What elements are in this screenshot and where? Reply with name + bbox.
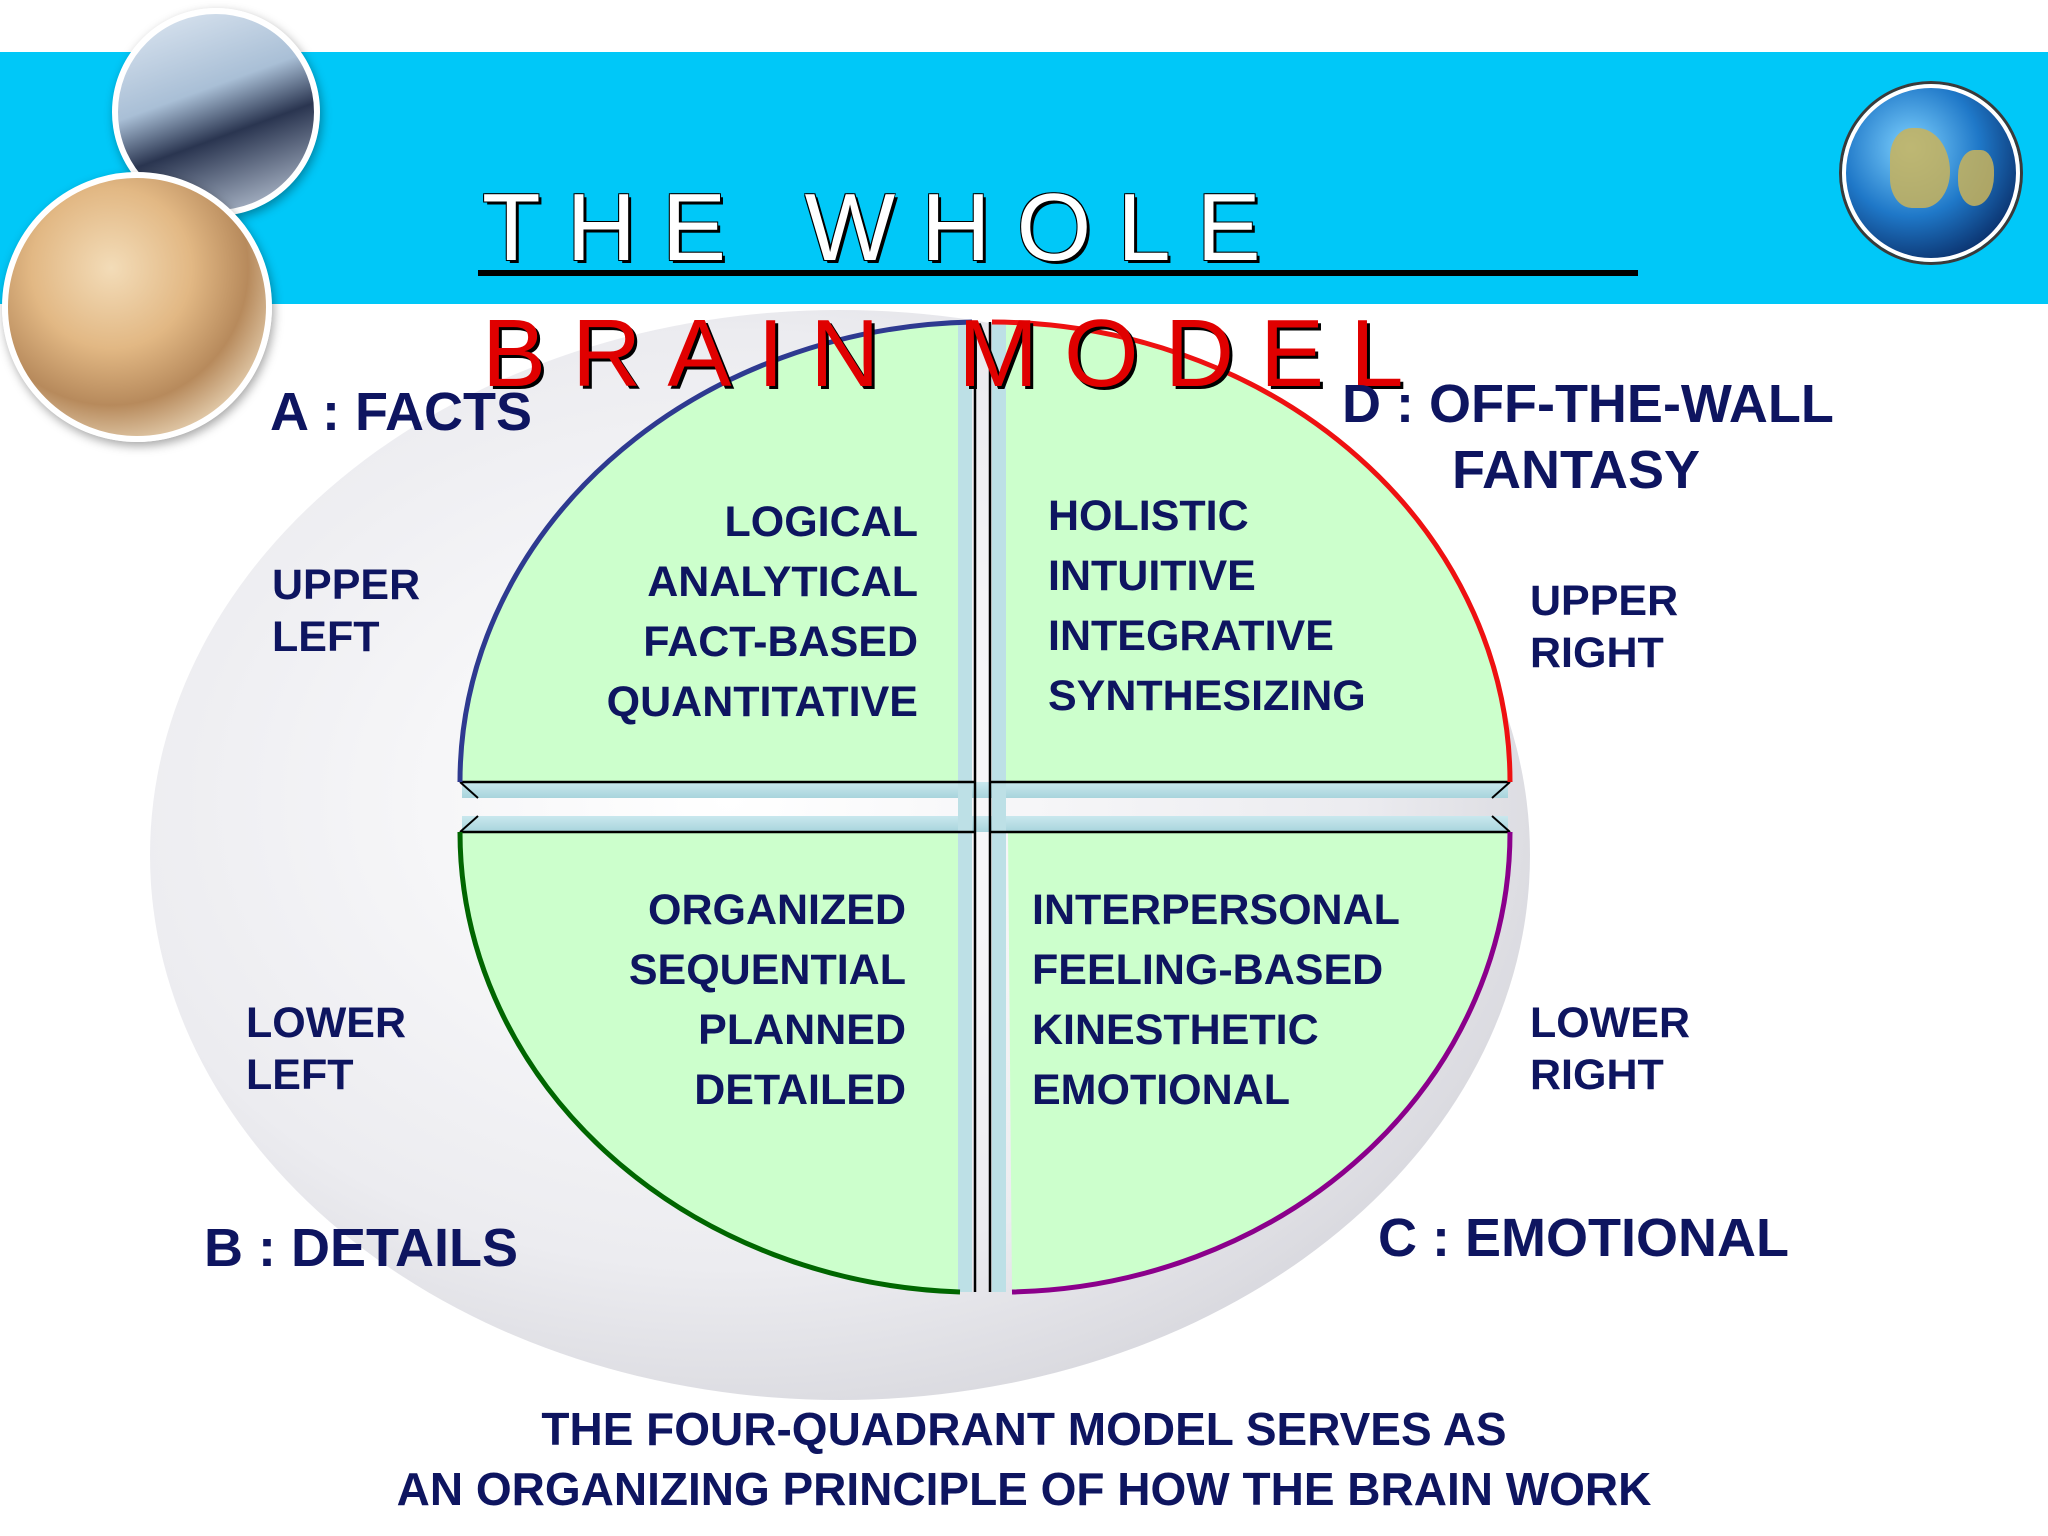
divider-line — [459, 781, 479, 799]
divider-line — [1491, 815, 1511, 833]
side-label-line: LOWER — [1530, 999, 1691, 1047]
label-d-line2: FANTASY — [1452, 440, 1701, 500]
quadrant-trait: ORGANIZED — [648, 886, 906, 934]
quadrant-trait: INTERPERSONAL — [1032, 886, 1400, 934]
quadrant-upper-right — [992, 322, 1510, 782]
label-c-emotional: C : EMOTIONAL — [1378, 1208, 1789, 1268]
quadrant-trait: INTEGRATIVE — [1048, 612, 1334, 660]
side-label-line: LOWER — [246, 999, 407, 1047]
quadrant-trait: HOLISTIC — [1048, 492, 1249, 540]
footer-line-2: AN ORGANIZING PRINCIPLE OF HOW THE BRAIN… — [396, 1463, 1652, 1515]
label-b-details: B : DETAILS — [204, 1218, 518, 1278]
arc-upper-left — [457, 319, 973, 783]
quadrant-trait: SEQUENTIAL — [628, 946, 906, 994]
side-label-line: RIGHT — [1530, 1050, 1664, 1099]
side-label-line: UPPER — [272, 561, 421, 609]
side-label-upper-left: UPPER LEFT — [272, 560, 420, 663]
quadrant-lower-right — [1008, 832, 1510, 1292]
quadrant-trait: KINESTHETIC — [1032, 1006, 1319, 1054]
globe-continent-shape — [1958, 150, 1994, 206]
quadrant-text-lower-left: ORGANIZED SEQUENTIAL PLANNED DETAILED — [520, 880, 906, 1120]
header-band — [0, 52, 2048, 304]
divider-horizontal-bottom — [462, 816, 1508, 832]
divider-vertical-right — [992, 322, 1006, 1292]
title-underline — [478, 270, 1638, 276]
arc-lower-right — [1011, 831, 1513, 1295]
quadrant-trait: DETAILED — [694, 1066, 906, 1114]
quadrant-trait: ANALYTICAL — [647, 558, 918, 606]
quadrant-text-upper-right: HOLISTIC INTUITIVE INTEGRATIVE SYNTHESIZ… — [1048, 486, 1366, 726]
quadrant-trait: FACT-BASED — [643, 618, 918, 666]
divider-line — [459, 815, 479, 833]
side-label-lower-right: LOWER RIGHT — [1530, 998, 1690, 1101]
quadrant-trait: FEELING-BASED — [1032, 946, 1384, 994]
quadrant-trait: QUANTITATIVE — [606, 678, 918, 726]
side-label-line: RIGHT — [1530, 628, 1664, 677]
quadrant-trait: SYNTHESIZING — [1048, 672, 1366, 720]
side-label-line: LEFT — [246, 1050, 354, 1099]
arc-upper-right — [991, 319, 1513, 783]
side-label-lower-left: LOWER LEFT — [246, 998, 406, 1101]
title-line-1: THE WHOLE — [482, 174, 1287, 281]
quadrant-upper-left — [459, 322, 972, 782]
globe-continent-shape — [1890, 128, 1950, 208]
side-label-upper-right: UPPER RIGHT — [1530, 576, 1678, 679]
quadrant-text-lower-right: INTERPERSONAL FEELING-BASED KINESTHETIC … — [1032, 880, 1400, 1120]
side-label-line: UPPER — [1530, 577, 1679, 625]
arc-lower-left — [457, 831, 961, 1295]
side-label-line: LEFT — [272, 612, 380, 661]
quadrant-trait: PLANNED — [698, 1006, 906, 1054]
divider-line — [1491, 781, 1511, 799]
quadrant-trait: INTUITIVE — [1048, 552, 1256, 600]
business-team-photo — [2, 172, 272, 442]
label-d-line1: D : OFF-THE-WALL — [1342, 374, 1834, 434]
quadrant-trait: LOGICAL — [724, 498, 918, 546]
divider-horizontal-top — [462, 782, 1508, 798]
footer-line-1: THE FOUR-QUADRANT MODEL SERVES AS — [541, 1403, 1507, 1455]
quadrant-text-upper-left: LOGICAL ANALYTICAL FACT-BASED QUANTITATI… — [520, 492, 918, 732]
quadrant-lower-left — [459, 832, 960, 1292]
title-line-2: BRAIN MODEL — [482, 300, 1430, 407]
divider-vertical-left — [958, 322, 972, 1292]
quadrant-trait: EMOTIONAL — [1032, 1066, 1290, 1114]
label-a-facts: A : FACTS — [270, 382, 532, 442]
